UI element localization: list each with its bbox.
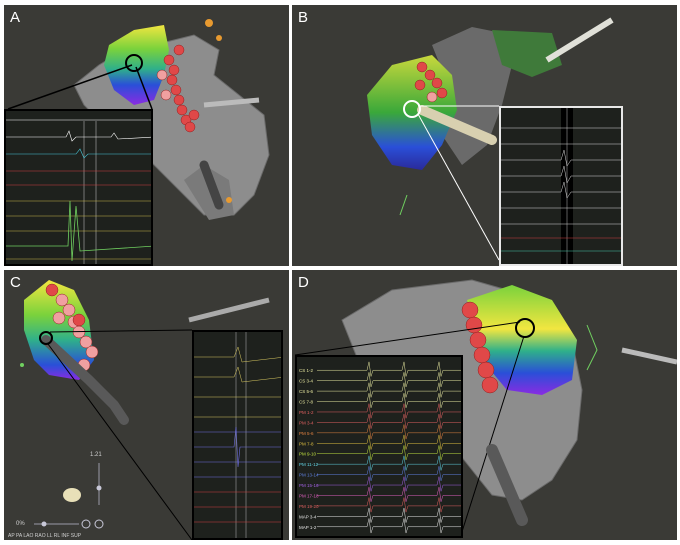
egm-trace <box>317 403 461 419</box>
heart-mesh <box>432 27 512 165</box>
panel-a-label: A <box>10 9 21 26</box>
egm-trace <box>317 487 461 502</box>
panel-b: B <box>292 5 677 266</box>
egm-trace <box>317 382 461 398</box>
egm-channel-label: PM 9-10 <box>299 452 317 457</box>
activation-map <box>104 25 169 105</box>
egm-channel-label: MAP 1-2 <box>299 525 317 530</box>
panel-c: C 1.21 <box>4 270 289 540</box>
panel-c-egm-inset <box>192 330 283 540</box>
egm-channel-label: PM 15-16 <box>299 483 319 488</box>
egm-trace <box>317 455 461 471</box>
ablation-lesions <box>156 44 200 133</box>
egm-trace <box>317 476 461 492</box>
egm-channel-label: PM 5-6 <box>299 431 314 436</box>
panel-b-egm-inset <box>499 106 623 266</box>
egm-trace <box>317 361 461 377</box>
panel-c-label: C <box>10 274 21 291</box>
egm-channel-label: PM 17-18 <box>299 493 319 498</box>
activation-map <box>467 285 577 395</box>
egm-trace <box>317 445 461 461</box>
panel-a: A <box>4 5 289 266</box>
egm-channel-label: PM 19-20 <box>299 504 319 509</box>
panel-b-3d-map[interactable] <box>292 5 677 266</box>
egm-trace <box>317 507 461 523</box>
egm-channel-label: PM 1-2 <box>299 410 314 415</box>
panel-b-label: B <box>298 9 309 26</box>
egm-trace <box>317 434 461 450</box>
egm-channel-label: MAP 3-4 <box>299 514 317 519</box>
egm-trace <box>317 518 461 534</box>
egm-trace <box>317 497 461 513</box>
egm-channel-label: CS 5-6 <box>299 389 314 394</box>
egm-channel-label: PM 3-4 <box>299 420 314 425</box>
egm-trace <box>317 372 461 387</box>
egm-channel-label: CS 7-8 <box>299 400 314 405</box>
view-buttons[interactable]: AP PA LAO RAO LL RL INF SUP <box>8 533 82 539</box>
egm-trace <box>317 424 461 440</box>
zoom-value: 1.21 <box>90 452 102 458</box>
panel-a-3d-map[interactable] <box>4 5 289 266</box>
egm-channel-label: CS 1-2 <box>299 368 314 373</box>
egm-channel-label: PM 11-12 <box>299 462 319 467</box>
panel-a-egm-inset <box>4 109 153 266</box>
egm-trace <box>317 466 461 481</box>
ablation-lesions <box>414 61 448 103</box>
activation-map <box>367 55 457 170</box>
panel-d-label: D <box>298 274 309 291</box>
egm-channel-label: PM 13-14 <box>299 473 319 478</box>
egm-trace <box>317 413 461 429</box>
ablation-lesions <box>461 301 499 394</box>
egm-channel-label: PM 7-8 <box>299 441 314 446</box>
egm-channel-label: CS 3-4 <box>299 379 314 384</box>
activation-map <box>24 280 94 380</box>
panel-c-3d-map[interactable] <box>4 270 289 540</box>
panel-d-egm-inset: CS 1-2 CS 3-4 CS 5-6 CS 7-8 PM 1-2 PM 3-4 PM 5… <box>295 355 463 538</box>
percent-label: 0% <box>16 521 25 527</box>
egm-trace <box>317 393 461 408</box>
